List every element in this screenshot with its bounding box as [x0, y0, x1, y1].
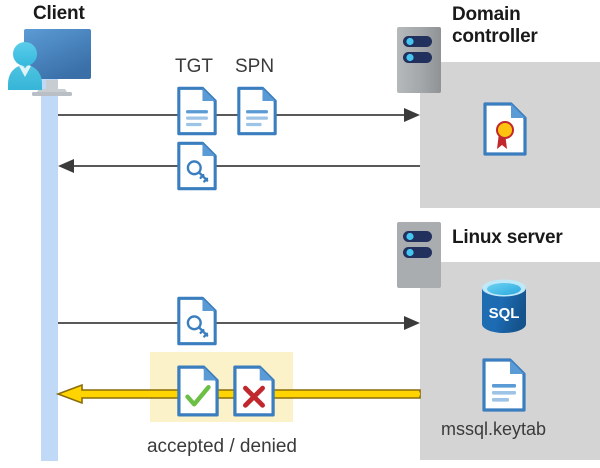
flow-arrow-receive-service-ticket: [58, 159, 420, 173]
text-document-icon-tgt: [177, 86, 217, 136]
cross-document-icon: [233, 365, 275, 417]
text-document-icon-spn: [237, 86, 277, 136]
linux-server-title: Linux server: [452, 227, 563, 248]
server-rack-icon-linux: [397, 222, 441, 288]
check-document-icon: [177, 365, 219, 417]
sql-icon-label: SQL: [489, 305, 520, 322]
spn-label: SPN: [235, 56, 275, 77]
flow-arrow-request-tgt-spn: [58, 108, 420, 122]
flow-arrow-present-service-ticket: [58, 316, 420, 330]
server-rack-icon-dc: [397, 27, 441, 93]
text-document-icon-keytab: [482, 358, 526, 412]
certificate-document-icon: [483, 102, 527, 156]
domain-controller-title-line2: controller: [452, 26, 538, 47]
client-lifeline: [41, 75, 58, 461]
auth-result-caption: accepted / denied: [146, 436, 297, 457]
key-document-icon-dc: [177, 141, 217, 191]
sql-database-icon: SQL: [478, 278, 530, 334]
domain-controller-title-line1: Domain: [452, 4, 521, 25]
client-title: Client: [33, 3, 85, 24]
key-document-icon-linux: [177, 296, 217, 346]
monitor-user-icon: [2, 26, 102, 106]
tgt-label: TGT: [175, 56, 213, 77]
domain-controller-title: Domain controller: [452, 4, 538, 48]
keytab-filename: mssql.keytab: [441, 419, 547, 439]
